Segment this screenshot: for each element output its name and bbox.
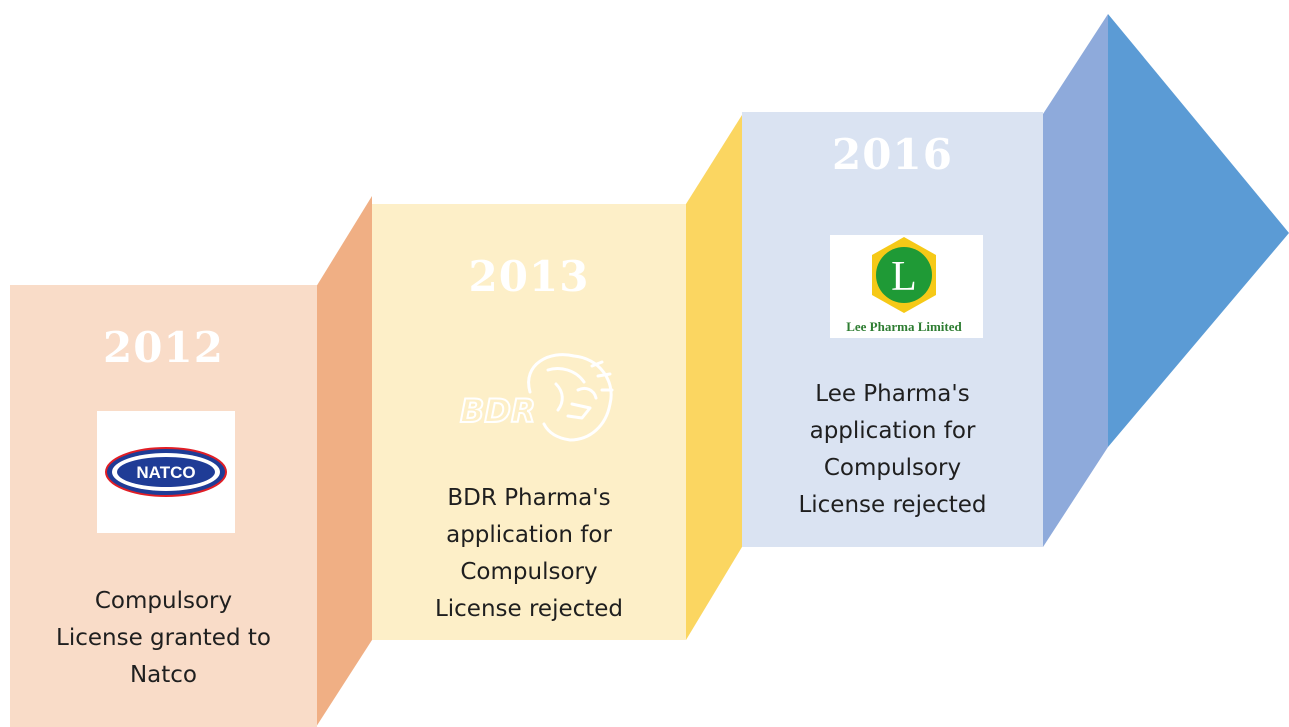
caption-line: License rejected bbox=[798, 492, 987, 518]
panel-2012-fold bbox=[316, 196, 372, 727]
milestone-caption: Compulsory License granted to Natco bbox=[10, 583, 317, 694]
panel-2013-fold bbox=[686, 115, 742, 640]
lee-logo-text: Lee Pharma Limited bbox=[846, 319, 962, 334]
caption-line: Natco bbox=[129, 662, 198, 688]
milestone-caption: BDR Pharma's application for Compulsory … bbox=[372, 480, 686, 628]
bdr-logo-text: BDR bbox=[460, 392, 536, 430]
milestone-year: 2012 bbox=[103, 323, 224, 372]
natco-logo-icon: NATCO bbox=[105, 447, 227, 497]
panel-2016-fold bbox=[1043, 14, 1108, 547]
caption-line: BDR Pharma's bbox=[447, 485, 611, 511]
caption-line: Compulsory bbox=[94, 588, 233, 614]
caption-line: application for bbox=[809, 418, 976, 444]
caption-line: Compulsory bbox=[460, 559, 598, 585]
caption-line: application for bbox=[446, 522, 612, 548]
caption-line: Compulsory bbox=[823, 455, 962, 481]
caption-line: License rejected bbox=[434, 596, 624, 622]
milestone-year: 2016 bbox=[832, 130, 953, 179]
lee-logo-letter: L bbox=[891, 254, 917, 300]
milestone-2016-panel: 2016 L Lee Pharma Limited Lee Pharma's a… bbox=[742, 112, 1043, 547]
caption-line: Lee Pharma's bbox=[815, 381, 970, 407]
milestone-2013-panel: 2013 BDR BDR Pharma's application for Co… bbox=[372, 204, 686, 640]
caption-line: License granted to bbox=[56, 625, 271, 651]
lee-pharma-logo-icon: L Lee Pharma Limited bbox=[846, 237, 963, 334]
natco-logo: NATCO bbox=[97, 411, 235, 533]
natco-logo-text: NATCO bbox=[136, 463, 195, 482]
lee-pharma-logo: L Lee Pharma Limited bbox=[830, 235, 983, 338]
milestone-2012-panel: 2012 NATCO Compulsory License granted to… bbox=[10, 285, 317, 727]
milestone-year: 2013 bbox=[468, 252, 590, 301]
milestone-caption: Lee Pharma's application for Compulsory … bbox=[742, 376, 1043, 524]
arrow-head bbox=[1108, 14, 1289, 447]
bdr-lion-logo-icon: BDR bbox=[459, 353, 614, 442]
